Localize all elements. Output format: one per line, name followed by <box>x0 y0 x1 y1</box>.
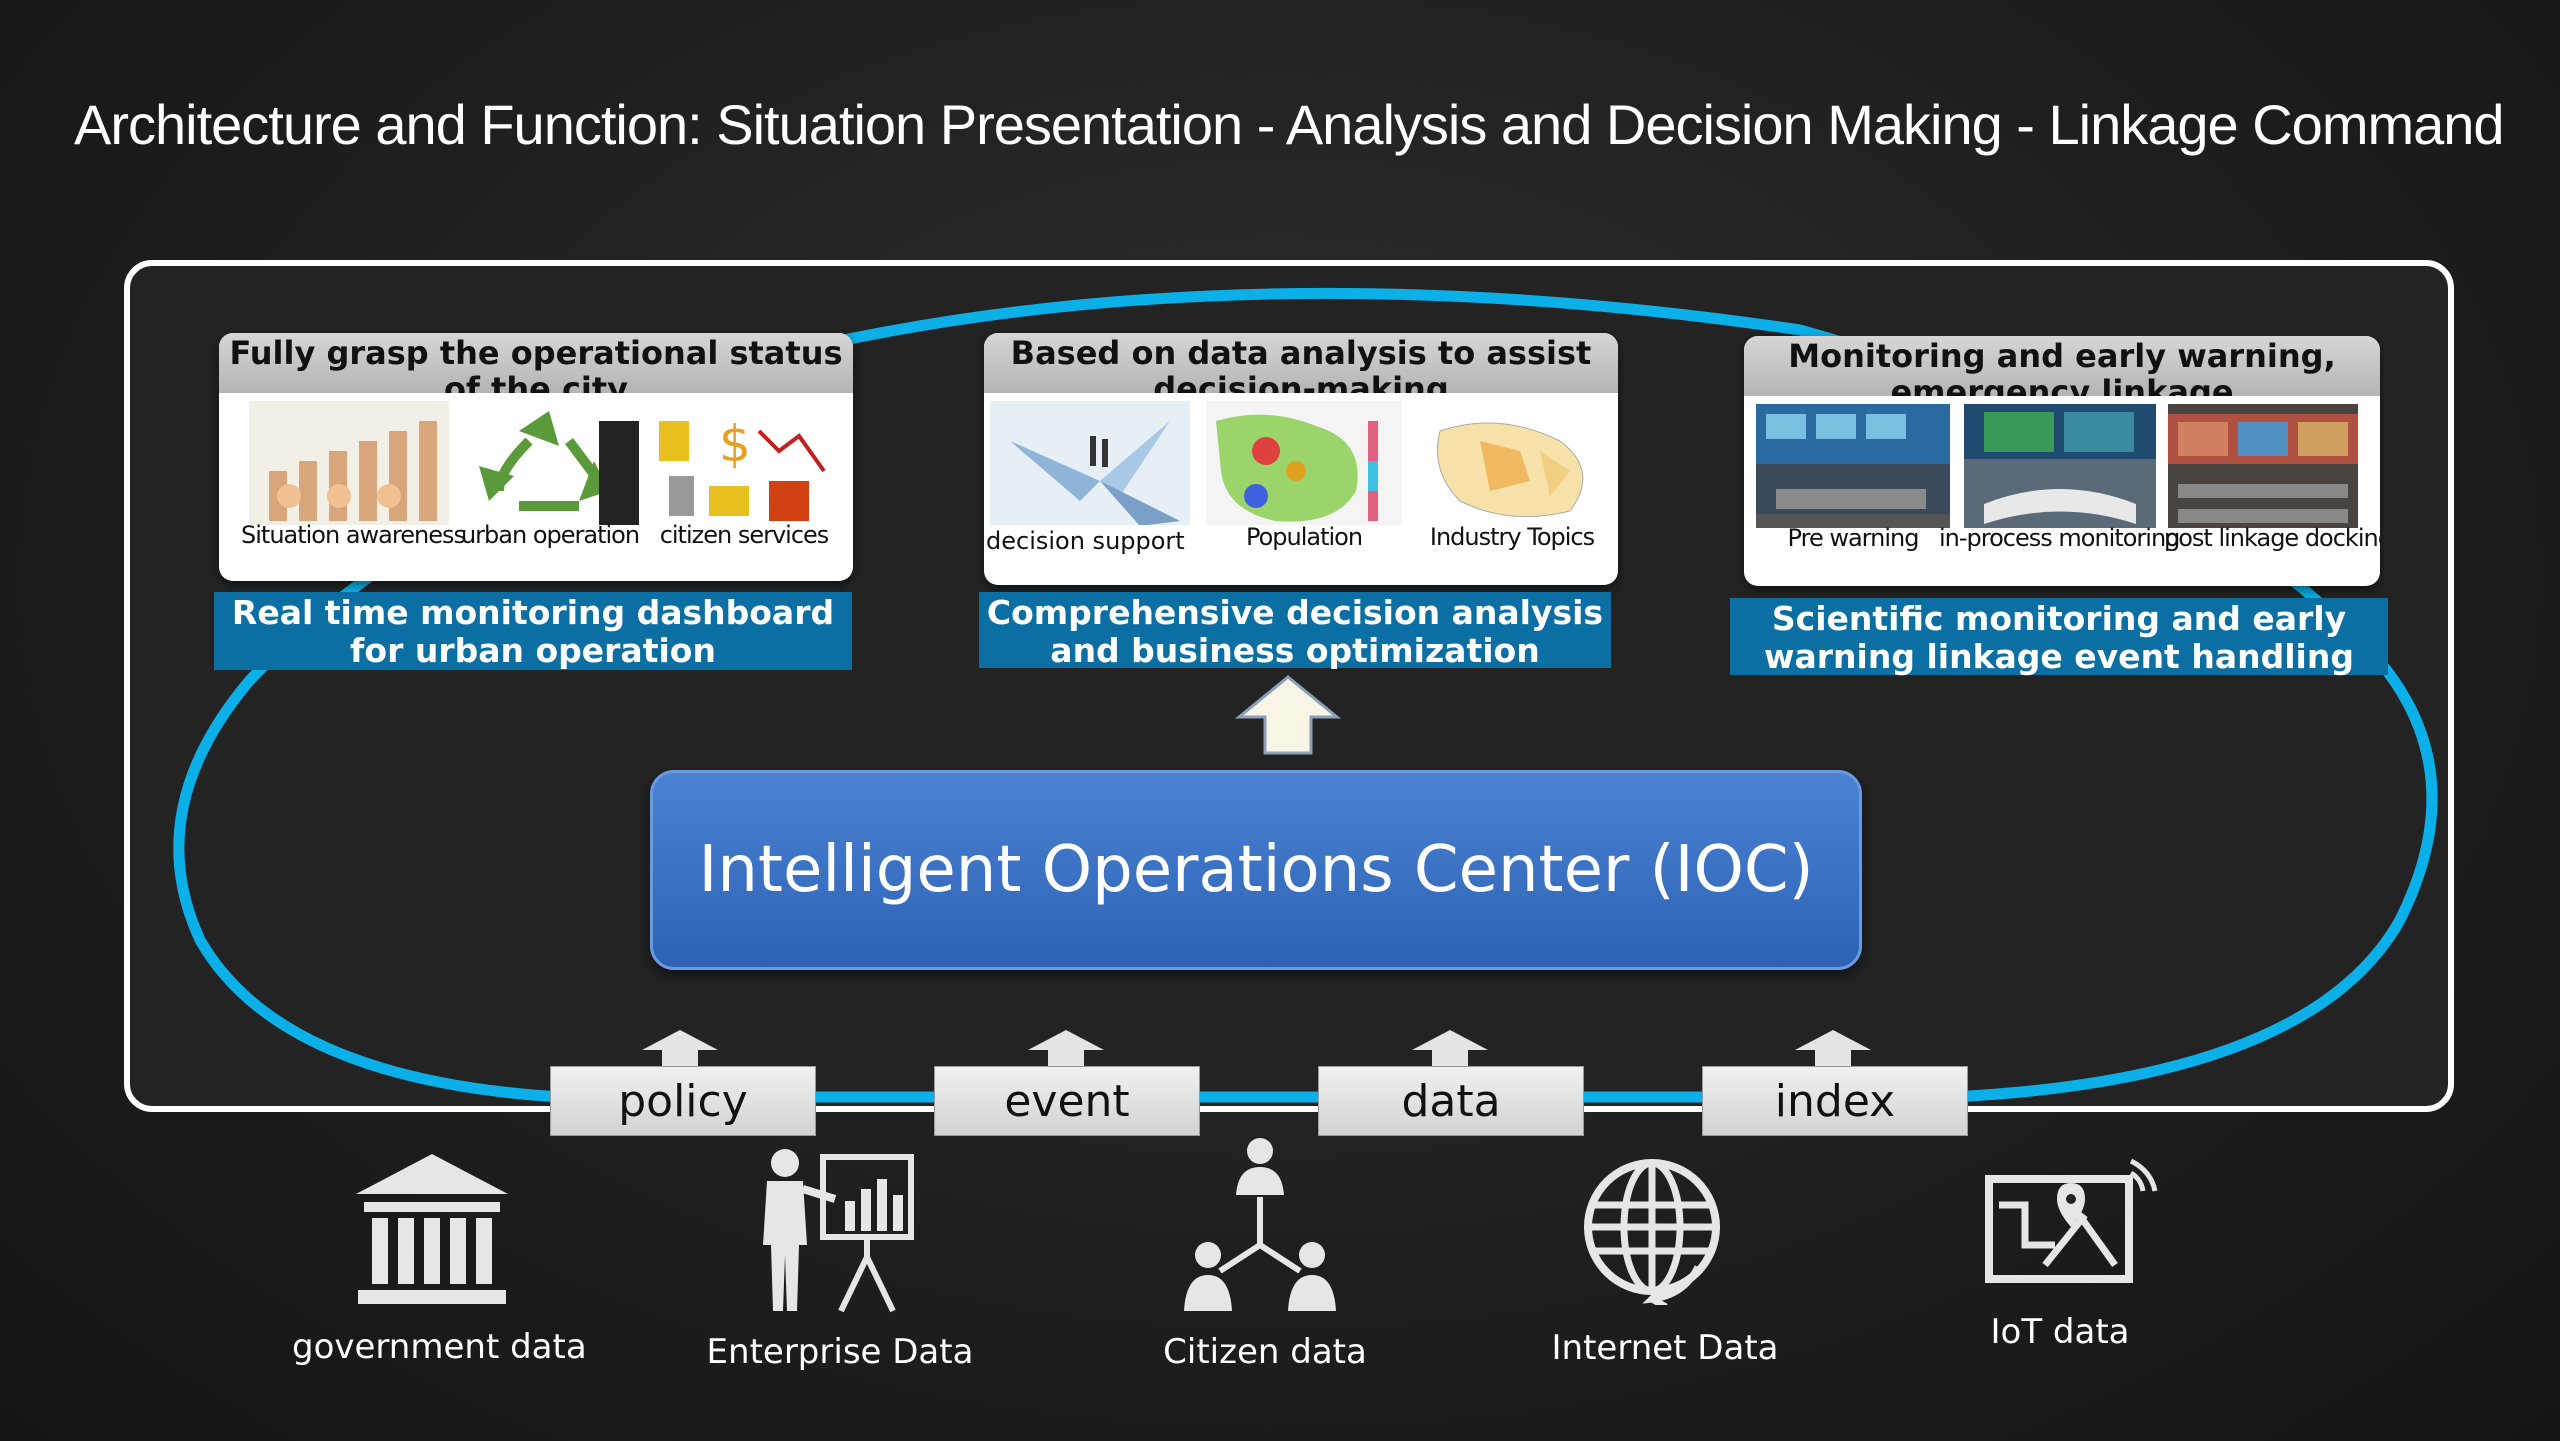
card-decision: Based on data analysis to assist decisio… <box>984 333 1618 585</box>
data-up-arrow-icon <box>1412 1030 1488 1068</box>
band-decision-analysis: Comprehensive decision analysis and busi… <box>979 592 1611 670</box>
policy-up-arrow-icon <box>642 1030 718 1068</box>
card-heading: Monitoring and early warning, emergency … <box>1744 336 2380 396</box>
source-label-enterprise: Enterprise Data <box>706 1332 974 1372</box>
iot-map-signal-icon <box>1985 1158 2158 1283</box>
industry-map-thumbnail <box>1410 401 1614 525</box>
population-heatmap-thumbnail <box>1206 401 1402 525</box>
caption-urban-operation: urban operation <box>460 521 640 549</box>
svg-text:$: $ <box>719 415 751 473</box>
finance-symbols-thumbnail: $ <box>649 401 839 525</box>
input-event: event <box>934 1066 1200 1136</box>
source-label-government: government data <box>292 1327 587 1367</box>
source-label-citizen: Citizen data <box>1163 1332 1367 1372</box>
caption-in-process-monitoring: in-process monitoring <box>1939 524 2180 552</box>
globe-icon <box>1584 1159 1720 1305</box>
index-up-arrow-icon <box>1795 1030 1871 1068</box>
caption-decision-support: decision support <box>986 527 1185 555</box>
card-monitoring: Monitoring and early warning, emergency … <box>1744 336 2380 586</box>
control-room-thumbnail-3 <box>2168 404 2358 528</box>
caption-population: Population <box>1245 523 1363 551</box>
input-data: data <box>1318 1066 1584 1136</box>
presenter-chart-icon <box>763 1149 914 1313</box>
arrows-thumbnail <box>990 401 1190 525</box>
caption-post-linkage-docking: post linkage docking <box>2164 524 2380 552</box>
population-bar-thumbnail <box>249 401 449 525</box>
event-up-arrow-icon <box>1028 1030 1104 1068</box>
caption-pre-warning: Pre warning <box>1787 524 1920 552</box>
control-room-thumbnail-1 <box>1756 404 1950 528</box>
source-label-iot: IoT data <box>1990 1312 2130 1352</box>
band-scientific-monitoring: Scientific monitoring and early warning … <box>1730 598 2388 676</box>
ioc-box: Intelligent Operations Center (IOC) <box>650 770 1862 970</box>
caption-citizen-services: citizen services <box>659 521 830 549</box>
input-index: index <box>1702 1066 1968 1136</box>
caption-situation-awareness: Situation awareness <box>241 521 466 549</box>
page-title: Architecture and Function: Situation Pre… <box>74 93 2505 156</box>
input-policy: policy <box>550 1066 816 1136</box>
government-building-icon <box>356 1154 508 1304</box>
card-heading: Based on data analysis to assist decisio… <box>984 333 1618 393</box>
recycle-thumbnail <box>459 401 639 525</box>
up-arrow-icon <box>1235 675 1341 755</box>
caption-industry-topics: Industry Topics <box>1429 523 1595 551</box>
control-room-thumbnail-2 <box>1964 404 2156 528</box>
source-label-internet: Internet Data <box>1551 1328 1779 1368</box>
band-realtime-monitoring: Real time monitoring dashboard for urban… <box>214 592 852 670</box>
people-network-icon <box>1184 1138 1336 1311</box>
card-situation: Fully grasp the operational status of th… <box>219 333 853 581</box>
card-heading: Fully grasp the operational status of th… <box>219 333 853 393</box>
ring-path <box>173 287 2438 1103</box>
